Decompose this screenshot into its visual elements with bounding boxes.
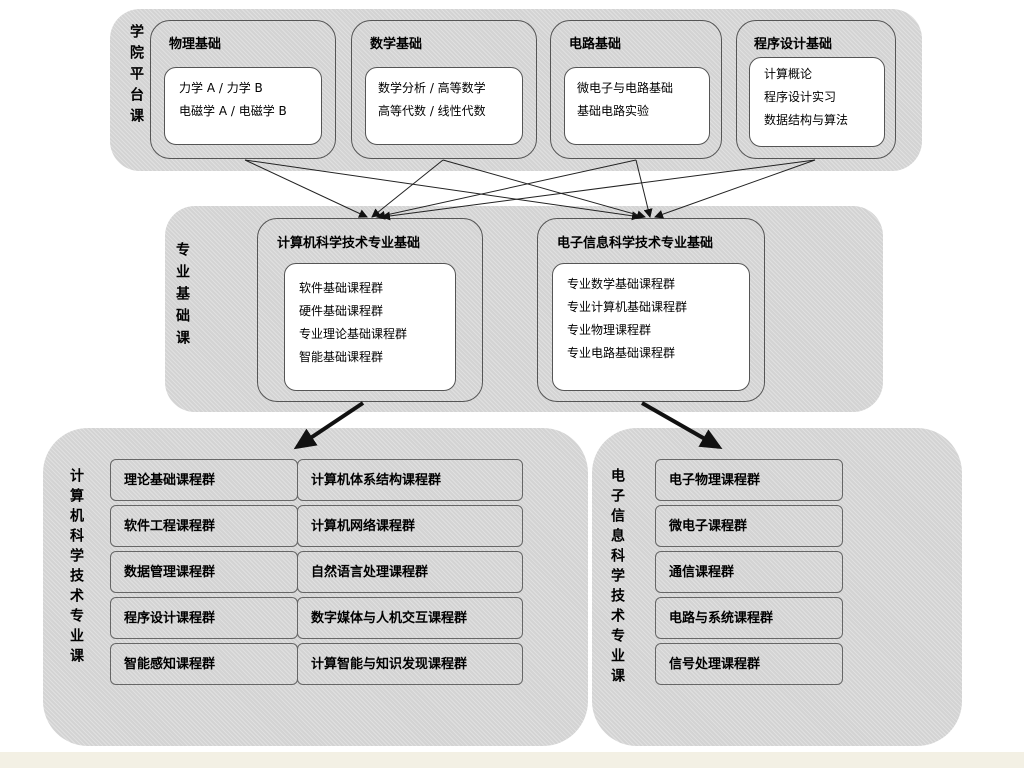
arrow-programming-to-ee xyxy=(654,159,816,219)
footer-strip xyxy=(0,752,1024,768)
card-content: 微电子与电路基础 基础电路实验 xyxy=(564,67,710,145)
arrow-circuit-to-cs xyxy=(376,159,637,220)
ee-course-group: 微电子课程群 xyxy=(655,505,843,547)
card-title: 电路基础 xyxy=(569,37,622,52)
course-line: 数学分析 / 高等数学 xyxy=(378,81,486,95)
platform-card-circuit: 电路基础 微电子与电路基础 基础电路实验 xyxy=(550,20,722,159)
course-line: 基础电路实验 xyxy=(577,104,650,118)
foundation-card-cs: 计算机科学技术专业基础 软件基础课程群 硬件基础课程群 专业理论基础课程群 智能… xyxy=(257,218,483,402)
cs-label: 计算机科学技术专业课 xyxy=(68,468,84,668)
course-line: 计算概论 xyxy=(764,67,813,81)
course-line: 数据结构与算法 xyxy=(764,113,849,127)
arrow-physics-to-cs xyxy=(244,159,368,218)
card-content: 专业数学基础课程群 专业计算机基础课程群 专业物理课程群 专业电路基础课程群 xyxy=(552,263,750,391)
course-line: 程序设计实习 xyxy=(764,90,837,104)
course-line: 专业物理课程群 xyxy=(567,323,652,337)
cs-course-group: 数字媒体与人机交互课程群 xyxy=(297,597,523,639)
arrow-math-to-cs xyxy=(371,159,444,218)
course-line: 力学 A / 力学 B xyxy=(179,81,263,95)
platform-card-math: 数学基础 数学分析 / 高等数学 高等代数 / 线性代数 xyxy=(351,20,537,159)
ee-course-group: 电路与系统课程群 xyxy=(655,597,843,639)
card-title: 物理基础 xyxy=(169,37,222,52)
arrow-cs-foundation-to-cs xyxy=(293,401,365,450)
ee-course-group: 信号处理课程群 xyxy=(655,643,843,685)
ee-course-group: 通信课程群 xyxy=(655,551,843,593)
card-title: 程序设计基础 xyxy=(754,37,833,52)
card-title: 电子信息科学技术专业基础 xyxy=(557,236,714,251)
course-line: 智能基础课程群 xyxy=(299,350,384,364)
card-content: 力学 A / 力学 B 电磁学 A / 电磁学 B xyxy=(164,67,322,145)
platform-card-programming: 程序设计基础 计算概论 程序设计实习 数据结构与算法 xyxy=(736,20,896,159)
cs-course-group: 程序设计课程群 xyxy=(110,597,298,639)
course-line: 硬件基础课程群 xyxy=(299,304,384,318)
ee-label: 电子信息科学技术专业课 xyxy=(609,468,625,688)
card-content: 计算概论 程序设计实习 数据结构与算法 xyxy=(749,57,885,147)
foundation-card-ee: 电子信息科学技术专业基础 专业数学基础课程群 专业计算机基础课程群 专业物理课程… xyxy=(537,218,765,402)
platform-label: 学院平台课 xyxy=(128,24,144,129)
course-line: 微电子与电路基础 xyxy=(577,81,674,95)
cs-course-group: 理论基础课程群 xyxy=(110,459,298,501)
card-title: 数学基础 xyxy=(370,37,423,52)
card-content: 软件基础课程群 硬件基础课程群 专业理论基础课程群 智能基础课程群 xyxy=(284,263,456,391)
cs-course-group: 数据管理课程群 xyxy=(110,551,298,593)
arrow-math-to-ee xyxy=(442,159,646,220)
cs-course-group: 自然语言处理课程群 xyxy=(297,551,523,593)
arrow-programming-to-cs xyxy=(381,159,816,221)
cs-course-group: 计算智能与知识发现课程群 xyxy=(297,643,523,685)
course-line: 专业电路基础课程群 xyxy=(567,346,676,360)
course-line: 电磁学 A / 电磁学 B xyxy=(179,104,287,118)
cs-course-group: 计算机体系结构课程群 xyxy=(297,459,523,501)
cs-course-group: 软件工程课程群 xyxy=(110,505,298,547)
course-line: 专业数学基础课程群 xyxy=(567,277,676,291)
cs-course-group: 智能感知课程群 xyxy=(110,643,298,685)
course-line: 软件基础课程群 xyxy=(299,281,384,295)
cs-course-group: 计算机网络课程群 xyxy=(297,505,523,547)
foundation-label: 专业基础课 xyxy=(174,242,190,352)
platform-card-physics: 物理基础 力学 A / 力学 B 电磁学 A / 电磁学 B xyxy=(150,20,336,159)
card-title: 计算机科学技术专业基础 xyxy=(277,236,421,251)
ee-band xyxy=(592,428,962,746)
ee-course-group: 电子物理课程群 xyxy=(655,459,843,501)
course-line: 高等代数 / 线性代数 xyxy=(378,104,486,118)
course-line: 专业计算机基础课程群 xyxy=(567,300,688,314)
arrow-ee-foundation-to-ee xyxy=(641,401,723,449)
arrow-circuit-to-ee xyxy=(635,159,653,218)
course-line: 专业理论基础课程群 xyxy=(299,327,408,341)
card-content: 数学分析 / 高等数学 高等代数 / 线性代数 xyxy=(365,67,523,145)
arrow-physics-to-ee xyxy=(244,159,641,221)
